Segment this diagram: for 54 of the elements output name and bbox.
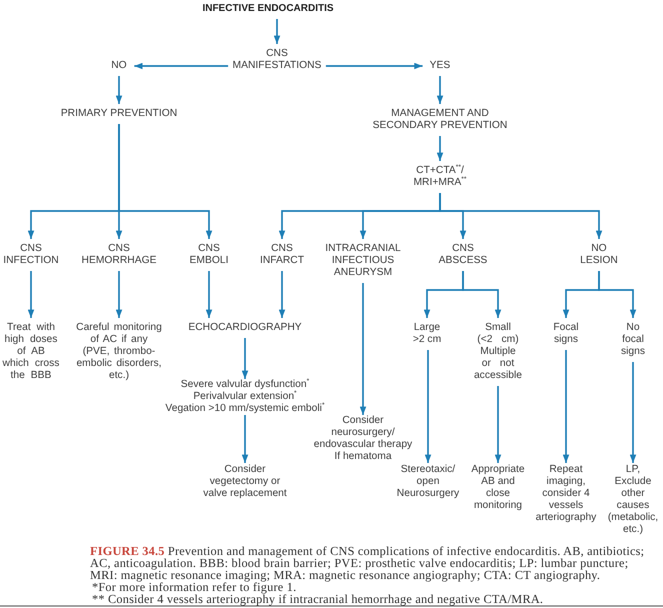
step-label: PRIMARY PREVENTION — [60, 108, 178, 120]
start-label: INFECTIVE ENDOCARDITIS — [201, 3, 335, 15]
flow-arrow — [274, 19, 280, 44]
action-text: Careful monitoring of AC if any (PVE, thrombo-embolic disorders, etc.) — [75, 322, 163, 382]
category-label: CNS ABSCESS — [438, 243, 488, 267]
step-label: ECHOCARDIOGRAPHY — [187, 322, 303, 334]
flow-arrow — [116, 76, 122, 104]
decision-label: CNS MANIFESTATIONS — [232, 48, 322, 72]
flow-arrow — [436, 136, 444, 161]
flow-arrow — [242, 338, 248, 379]
branch-label: NO — [110, 60, 128, 72]
category-label: INTRACRANIAL INFECTIOUS ANEURYSM — [324, 243, 402, 279]
footnote-text: *For more information refer to figure 1. — [92, 581, 296, 593]
flow-arrow — [439, 193, 602, 239]
category-label: NO LESION — [579, 243, 619, 267]
criterion-text: Large >2 cm — [412, 322, 442, 346]
flow-arrow — [242, 415, 248, 463]
criterion-text: Vegation >10 mm/systemic emboli$^{*}$ — [164, 403, 326, 415]
action-text: Treat with high doses of AB which cross the BBB — [2, 322, 60, 382]
branch-label: YES — [428, 60, 452, 72]
flow-arrow — [326, 62, 423, 70]
flow-arrow — [630, 362, 636, 463]
action-text: LP, Exclude other causes (metabolic, etc.) — [606, 464, 660, 536]
criterion-text: Focal signs — [552, 322, 580, 346]
action-text: Consider neurosurgery/ endovascular therapy If hematoma — [312, 415, 414, 463]
footnote-text: ** Consider 4 vessels arteriography if intracranial hemorrhage and negative CTA/MRA. — [92, 593, 544, 605]
flow-arrow — [134, 62, 228, 70]
flow-arrow — [206, 271, 212, 318]
category-label: CNS HEMORRHAGE — [80, 243, 158, 267]
flow-arrow — [116, 271, 122, 318]
flow-arrow — [462, 271, 502, 318]
flow-arrow — [494, 386, 502, 463]
flow-arrow — [360, 283, 366, 415]
flow-arrow — [424, 350, 432, 463]
category-label: CNS INFARCT — [258, 243, 306, 267]
imaging-label: CT+CTA$^{**}$/ MRI+MRA$^{**}$ — [412, 165, 468, 189]
step-label: MANAGEMENT AND SECONDARY PREVENTION — [372, 108, 508, 132]
flow-arrow — [28, 271, 34, 318]
category-label: CNS INFECTION — [2, 243, 60, 267]
flow-arrow — [436, 76, 444, 104]
flow-arrow — [598, 271, 636, 318]
action-text: Repeat imaging, consider 4 vessels arteriography — [535, 464, 597, 524]
action-text: Stereotaxic/ open Neurosurgery — [396, 464, 460, 500]
category-label: CNS EMBOLI — [188, 243, 230, 267]
criterion-text: Small (<2 cm) Multiple or not accessible — [474, 322, 522, 382]
action-text: Appropriate AB and close monitoring — [470, 464, 526, 512]
criterion-text: Perivalvular extension$^{*}$ — [192, 391, 298, 403]
flow-arrow — [118, 124, 212, 239]
flow-arrow — [278, 271, 286, 318]
figure-caption: FIGURE 34.5 Prevention and management of CNS complications of infective endocarditis. AB, antibiotics; AC, anticoagulation. BBB: blood brain barrier; PVE: prosthetic valve endocarditis; LP: lumbar puncture; MRI: magnetic resonance imaging; MRA: magnetic resonance angiography; CTA: CT angiography. — [90, 545, 646, 581]
flow-arrow — [562, 350, 570, 463]
criterion-text: No focal signs — [620, 322, 646, 358]
criterion-text: Severe valvular dysfunction$^{*}$ — [180, 379, 310, 390]
action-text: Consider vegetectomy or valve replacement — [202, 464, 288, 500]
